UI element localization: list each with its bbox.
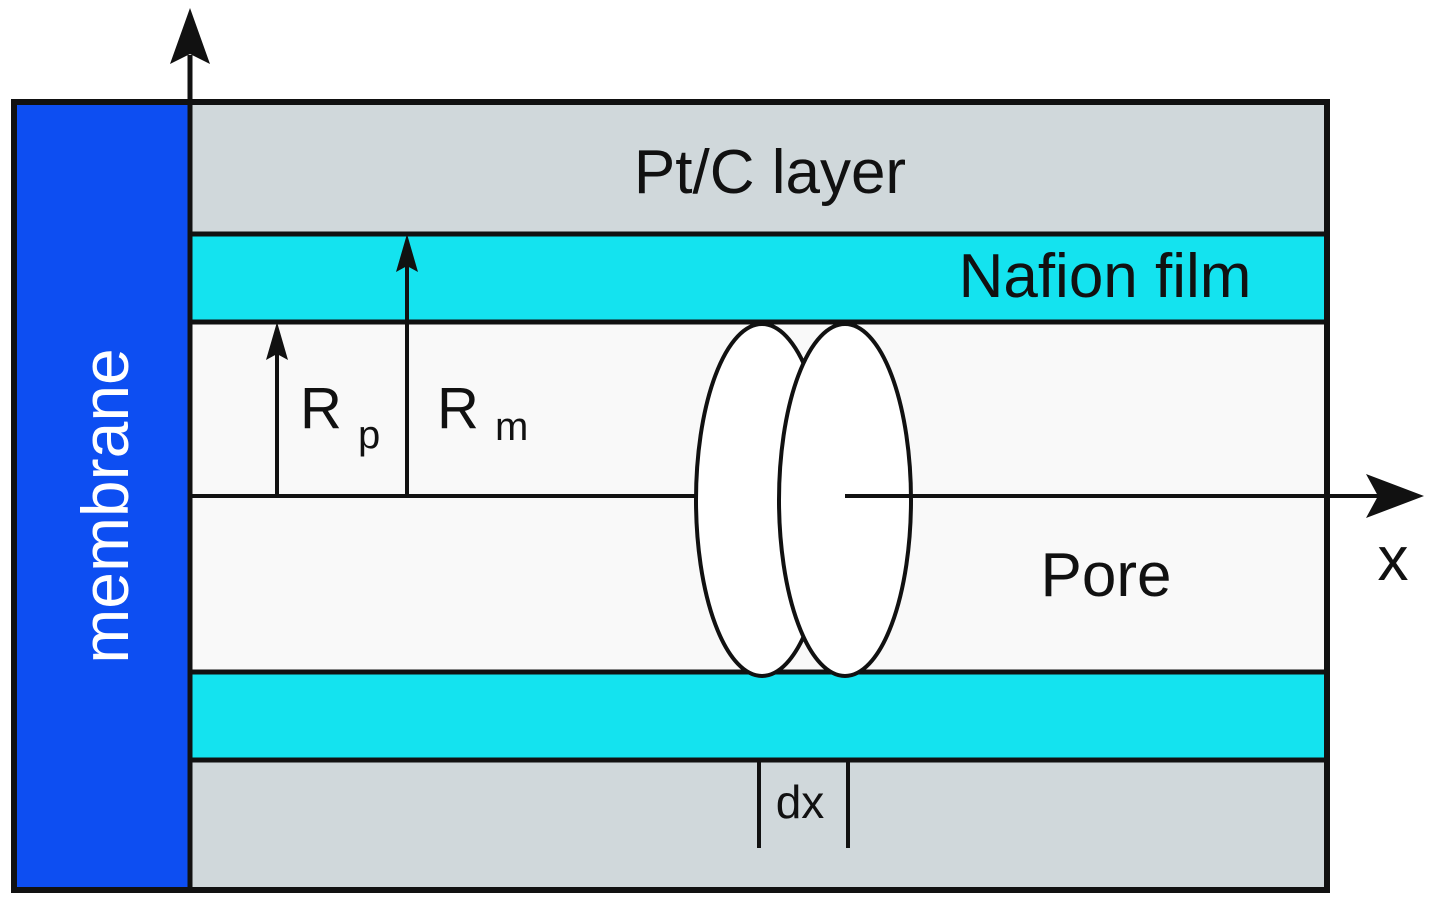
nafion-film-bottom [187, 669, 1330, 763]
x-axis-label: x [1378, 525, 1409, 594]
rm-label: R m [437, 376, 528, 449]
membrane-block [11, 99, 193, 893]
rm-label-subscript: m [495, 405, 528, 449]
pore-label: Pore [1041, 541, 1172, 610]
ptc-layer-top [187, 99, 1330, 237]
rm-label-main: R [437, 376, 479, 441]
rp-label-subscript: p [358, 413, 380, 457]
rp-arrowhead [266, 322, 288, 360]
vertical-axis-arrowhead [170, 8, 210, 64]
disk-slice-front [777, 322, 913, 678]
rm-arrowhead [396, 234, 418, 272]
membrane-label: membrane [68, 348, 142, 663]
rp-label: R p [300, 376, 380, 457]
x-axis-arrowhead [1366, 474, 1424, 518]
nafion-film-label: Nafion film [959, 242, 1252, 311]
rp-label-main: R [300, 376, 342, 441]
dx-label: dx [776, 776, 825, 828]
ptc-layer-label: Pt/C layer [634, 138, 906, 207]
